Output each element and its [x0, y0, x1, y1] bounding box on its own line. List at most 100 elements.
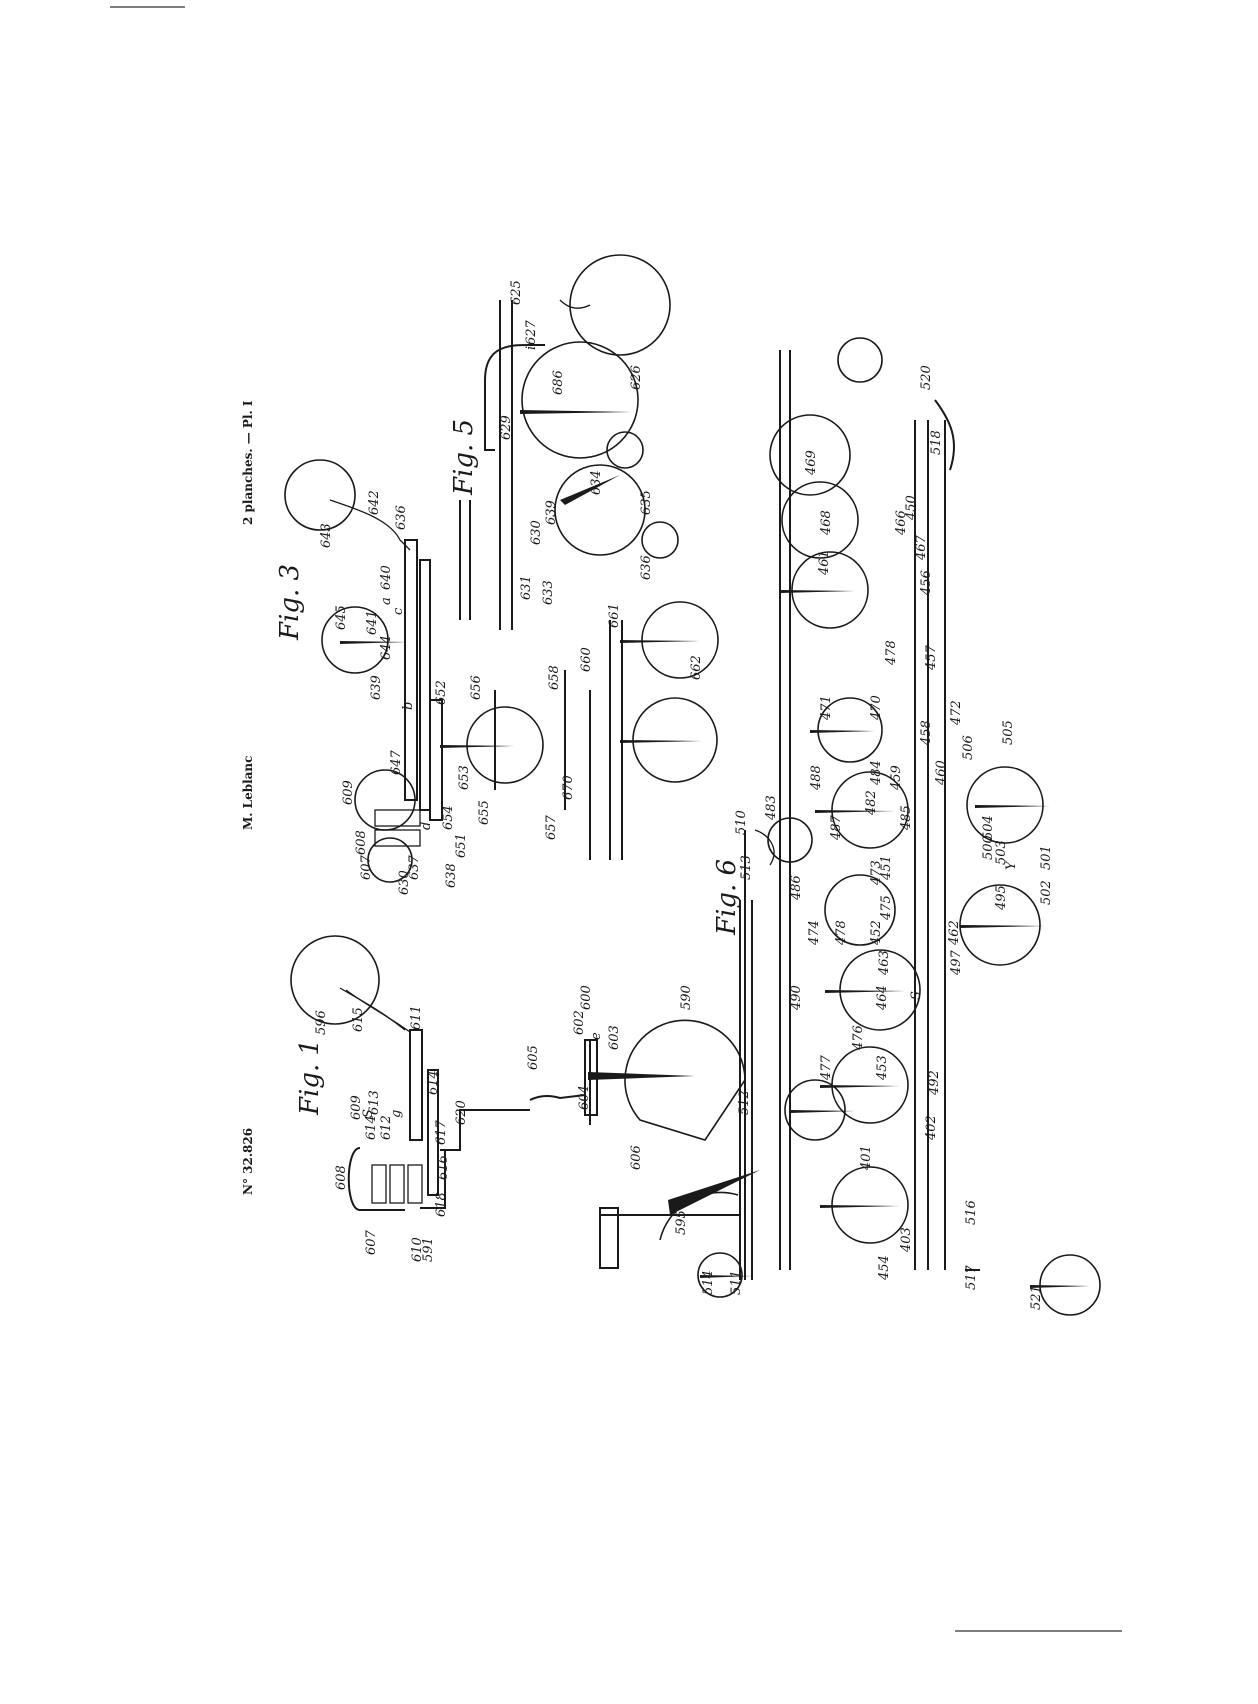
ref-label: 471 [819, 695, 834, 721]
ref-label: 609 [349, 1095, 364, 1120]
ref-label: 620 [454, 1100, 469, 1125]
ref-label: 466 [894, 510, 909, 536]
ref-label: 605 [526, 1045, 541, 1070]
ref-label: 608 [354, 830, 369, 855]
ref-label: 590 [679, 985, 694, 1010]
ref-label: 636 [394, 505, 409, 530]
fig5-title: Fig. 5 [449, 419, 479, 496]
ref-label: 631 [519, 575, 534, 600]
ref-label: 501 [1039, 845, 1054, 870]
ref-label: 464 [875, 985, 890, 1011]
ref-label: 492 [927, 1070, 942, 1096]
ref-label: 636 [639, 555, 654, 580]
ref-label: 520 [919, 365, 934, 390]
ref-label: 610 [410, 1237, 425, 1262]
ref-label: 456 [919, 570, 934, 596]
ref-label: 647 [389, 749, 404, 775]
ref-label: 482 [864, 790, 879, 816]
ref-label: 510 [734, 810, 749, 835]
author-name: M. Leblanc [241, 756, 255, 830]
patent-number: N° 32.826 [241, 1128, 255, 1195]
ref-label: 511 [729, 1270, 744, 1295]
ref-label: 638 [444, 863, 459, 888]
ref-label: 453 [875, 1055, 890, 1081]
ref-label: 633 [541, 580, 556, 605]
ref-label: S [361, 1109, 376, 1118]
ref-label: 486 [789, 875, 804, 901]
ref-label: 627 [524, 319, 539, 345]
ref-label: 609 [341, 780, 356, 805]
ref-label: 644 [379, 635, 394, 660]
ref-label: 502 [1039, 880, 1054, 905]
fig3-apparatus [284, 459, 719, 883]
ref-label: 654 [441, 805, 456, 830]
ref-label: 487 [829, 814, 844, 841]
ref-label: 670 [561, 775, 576, 800]
ref-label: 521 [1029, 1285, 1044, 1310]
ref-label: 484 [869, 760, 884, 786]
ref-label: a [379, 597, 394, 605]
ref-label: d [419, 822, 434, 830]
ref-label: b [401, 702, 416, 710]
ref-label: 470 [869, 695, 884, 721]
ref-label: 651 [454, 833, 469, 858]
ref-label: 463 [877, 950, 892, 976]
ref-label: 462 [947, 920, 962, 946]
ref-label: 477 [819, 1054, 834, 1081]
fig1-title: Fig. 1 [295, 1039, 325, 1116]
ref-label: 478 [834, 920, 849, 946]
ref-label: 614 [364, 1115, 379, 1140]
ref-label: 607 [359, 854, 374, 880]
ref-label: 469 [804, 450, 819, 476]
ref-label: 639 [544, 500, 559, 525]
ref-label: 611 [409, 1005, 424, 1030]
ref-label: 613 [367, 1090, 382, 1115]
ref-label: 483 [764, 795, 779, 821]
ref-label: 403 [899, 1227, 914, 1253]
ref-label: e [589, 1032, 604, 1040]
sheet-count: 2 planches. — Pl. I [241, 400, 255, 525]
ref-label: 488 [809, 765, 824, 791]
ref-label: 661 [607, 603, 622, 628]
ref-label: 602 [572, 1010, 587, 1035]
ref-label: 625 [509, 280, 524, 305]
ref-label: 485 [899, 805, 914, 831]
ref-label: 518 [929, 430, 944, 455]
ref-label: 660 [579, 647, 594, 672]
ref-label: 459 [889, 765, 904, 791]
ref-label: 500 [981, 835, 996, 860]
ref-label: 514 [701, 1270, 716, 1295]
ref-label: 614 [426, 1070, 441, 1095]
ref-label: 452 [869, 920, 884, 946]
ref-label: 595 [674, 1210, 689, 1235]
ref-label: 450 [904, 495, 919, 521]
ref-label: 454 [877, 1255, 892, 1281]
ref-label: 618 [434, 1192, 449, 1217]
ref-label: 656 [469, 675, 484, 700]
ref-label: 616 [436, 1155, 451, 1180]
ref-label: 642 [367, 490, 382, 515]
fig1-apparatus [290, 900, 760, 1298]
fig6-title: Fig. 6 [712, 859, 742, 936]
fig6-apparatus [744, 337, 1101, 1316]
ref-label: 626 [629, 365, 644, 390]
ref-label: 475 [879, 895, 894, 921]
ref-label: 478 [884, 640, 899, 666]
ref-label: 657 [544, 814, 559, 840]
ref-label: Y [1004, 860, 1019, 870]
ref-label: 607 [364, 1229, 379, 1255]
reference-labels: 596 615 611 609 608 607 610 591 618 616 … [314, 280, 1054, 1310]
ref-label: 474 [807, 920, 822, 946]
ref-label: 512 [737, 1090, 752, 1115]
ref-label: i [524, 346, 539, 350]
ref-label: 612 [379, 1115, 394, 1140]
ref-label: 630 [397, 870, 412, 895]
ref-label: 686 [551, 370, 566, 395]
ref-label: 634 [589, 470, 604, 495]
ref-label: 640 [379, 565, 394, 590]
ref-label: g [389, 1110, 404, 1118]
ref-label: 637 [407, 854, 422, 880]
ref-label: 653 [457, 765, 472, 790]
